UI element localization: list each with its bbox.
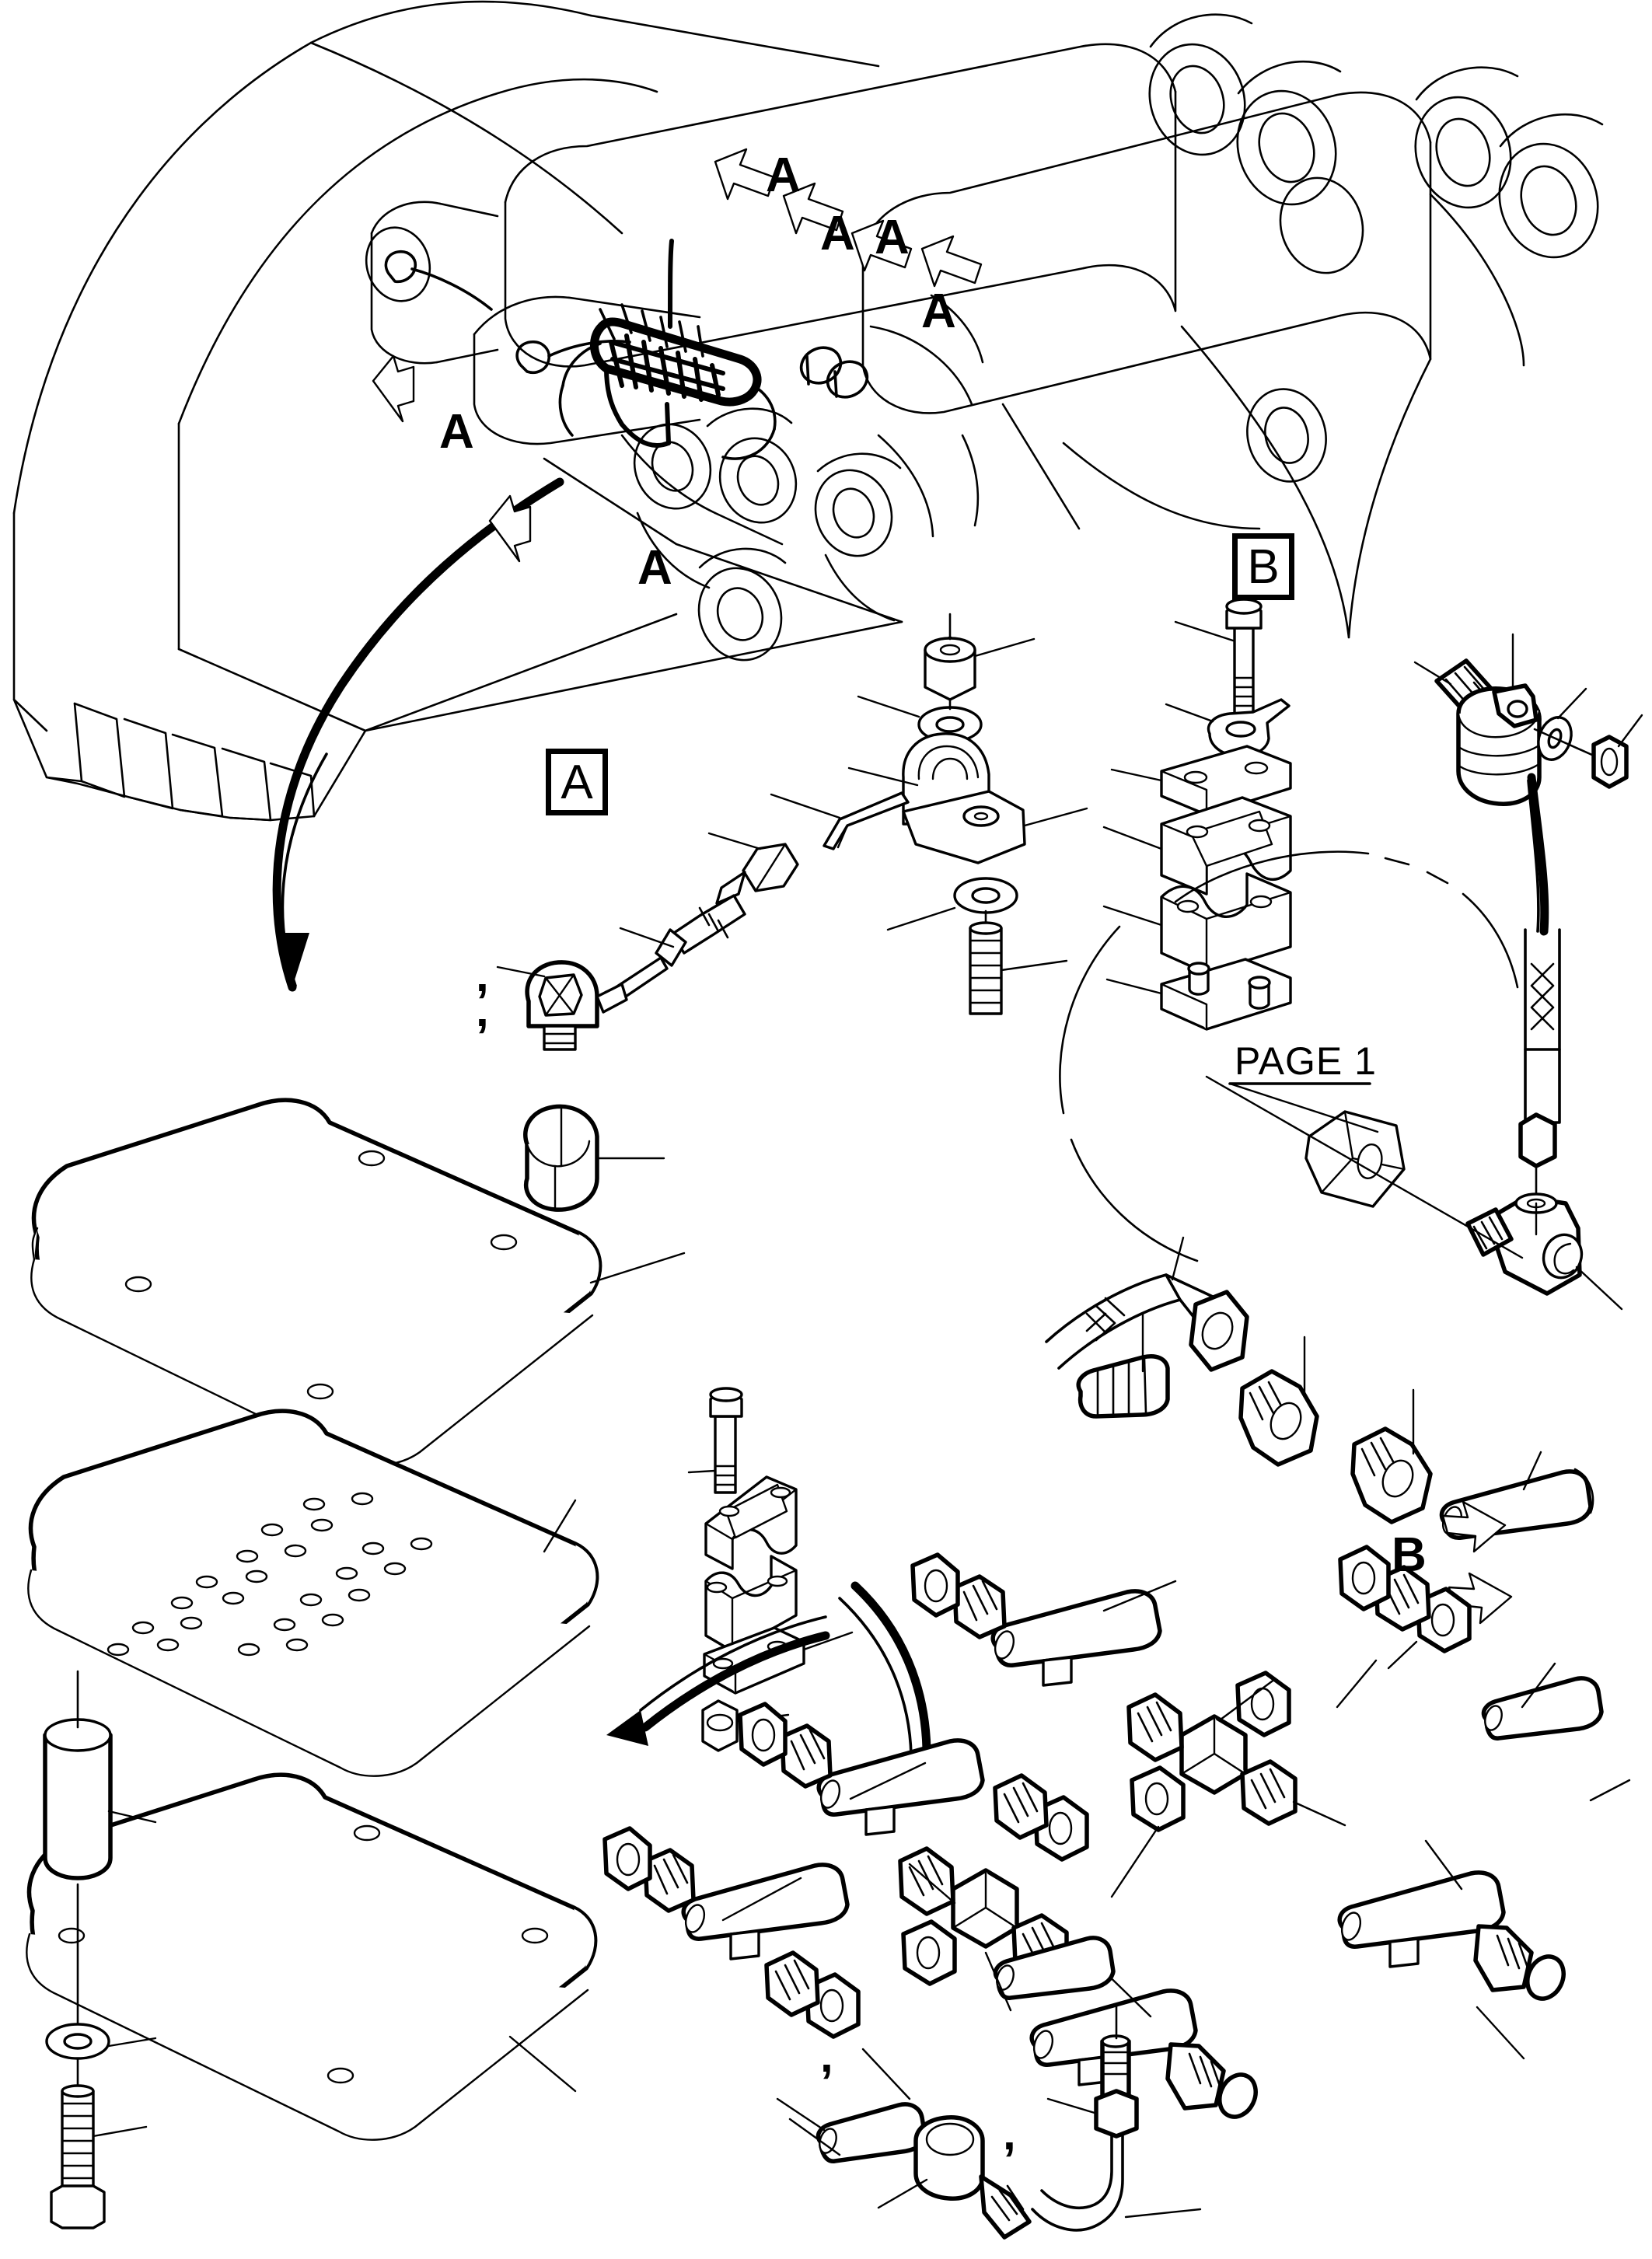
detail-b-clamp-stack — [1102, 598, 1292, 1031]
eyelet-bolt-washer-nut — [1413, 633, 1643, 936]
comma-mark-2: , — [476, 984, 489, 1036]
section-a-mark-5: A — [439, 405, 474, 459]
section-a-mark-1: A — [766, 148, 801, 202]
section-a-mark-4: A — [921, 285, 956, 338]
lower-clamp-stack — [606, 1387, 944, 1788]
section-a-mark-2: A — [820, 207, 855, 260]
section-b-mark-1: B — [1392, 1528, 1427, 1582]
detail-box-a-label: A — [561, 755, 593, 809]
comma-mark-4: , — [1003, 2107, 1016, 2159]
section-a-mark-3: A — [875, 211, 910, 264]
detail-a-assembly — [496, 613, 1088, 1212]
detail-box-b-label: B — [1247, 539, 1280, 594]
page-reference-label: PAGE 1 — [1235, 1039, 1377, 1083]
comma-mark-3: , — [820, 2030, 833, 2082]
detail-box-b: B — [1232, 533, 1294, 600]
tube-fitting-network — [602, 1545, 1631, 2240]
page1-leader — [1228, 1082, 1379, 1133]
comma-mark-1: , — [476, 949, 489, 1001]
mounting-plate-stack — [26, 1098, 686, 2229]
bucket-and-arm-illustration — [12, 0, 1604, 992]
right-hose-assembly — [1045, 850, 1623, 1540]
detail-box-a: A — [546, 749, 608, 815]
section-a-mark-6: A — [637, 541, 672, 595]
section-a-arrow-markers — [372, 148, 983, 563]
